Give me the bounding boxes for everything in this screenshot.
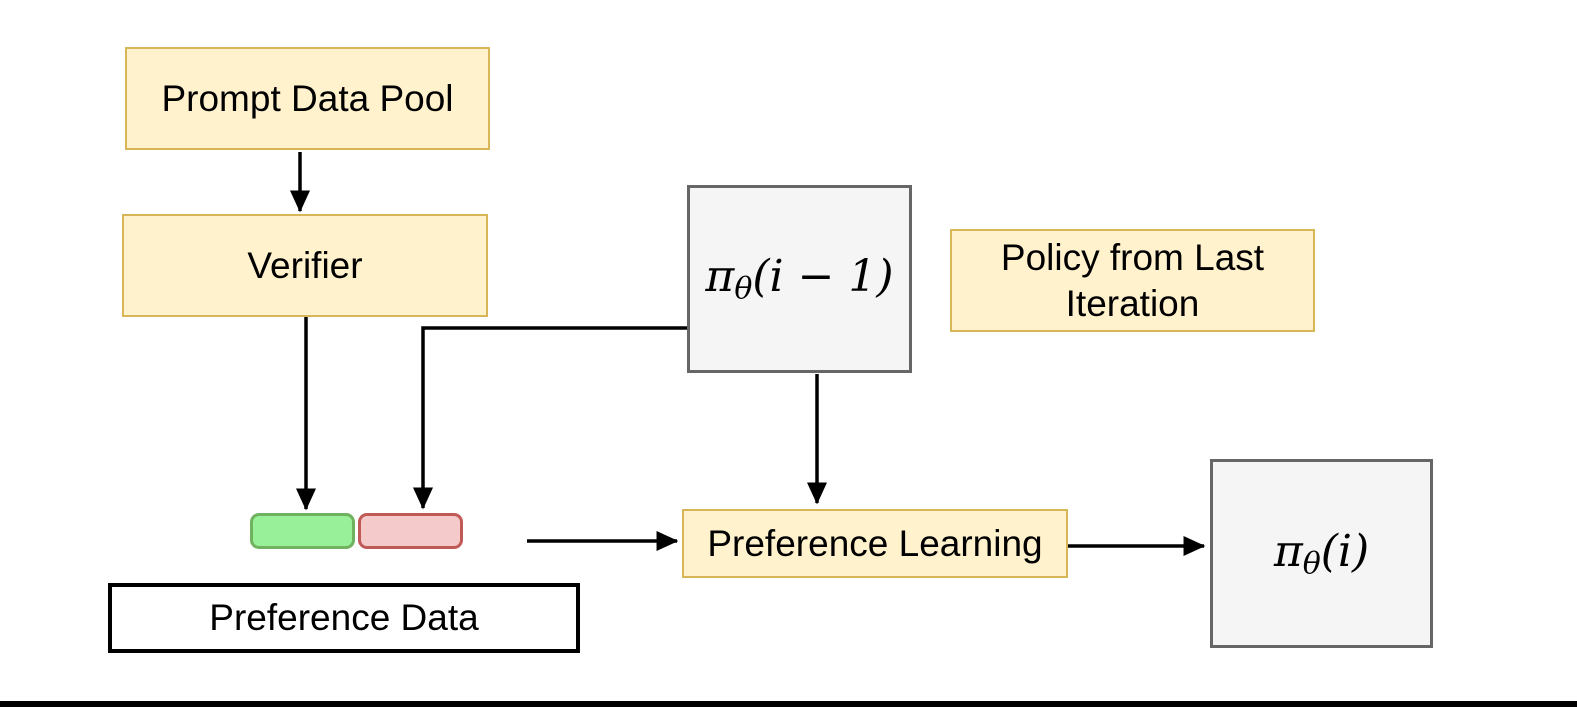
- chosen-response-chip: [250, 513, 355, 549]
- preference-data-label: Preference Data: [209, 597, 479, 639]
- preference-learning-label: Preference Learning: [707, 522, 1043, 564]
- rejected-response-chip: [358, 513, 463, 549]
- prompt-data-pool-node: Prompt Data Pool: [125, 47, 490, 150]
- policy-from-last-iteration-label: Policy from Last Iteration: [1000, 237, 1265, 324]
- figure-bottom-rule: [0, 701, 1577, 707]
- preference-data-node: Preference Data: [108, 583, 580, 653]
- preference-learning-node: Preference Learning: [682, 509, 1068, 578]
- policy-new-iteration-node: πθ(i): [1210, 459, 1433, 648]
- policy-new-formula: πθ(i): [1273, 525, 1370, 581]
- policy-prev-formula: πθ(i − 1): [705, 251, 894, 307]
- arrow-policy-prev-to-rejected-chip: [412, 326, 687, 510]
- verifier-label: Verifier: [247, 244, 363, 286]
- prompt-data-pool-label: Prompt Data Pool: [161, 77, 454, 119]
- policy-prev-iteration-node: πθ(i − 1): [687, 185, 912, 373]
- verifier-node: Verifier: [122, 214, 488, 317]
- policy-from-last-iteration-note: Policy from Last Iteration: [950, 229, 1315, 332]
